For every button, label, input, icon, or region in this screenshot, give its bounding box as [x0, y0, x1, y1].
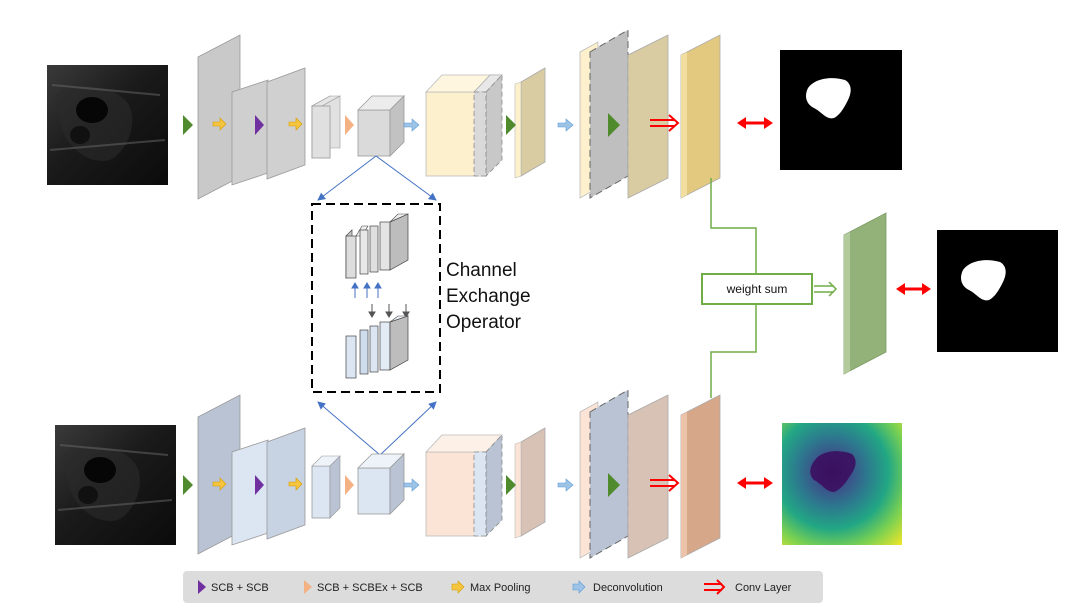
legend-label-deconv: Deconvolution — [593, 582, 663, 594]
weight-sum-box — [701, 273, 813, 305]
green-arrow-icon — [506, 115, 516, 135]
fused-feature-block — [843, 212, 887, 375]
deconv-arrow-icon — [557, 118, 574, 132]
maxpool-arrow-icon — [212, 477, 227, 491]
top-input-ultrasound — [47, 65, 168, 185]
purple-arrow-icon — [255, 475, 264, 495]
legend-label-scb: SCB + SCB — [211, 582, 269, 594]
operator-down-arrows — [368, 304, 410, 318]
final-output-mask — [937, 230, 1058, 352]
top-decoder — [425, 29, 721, 199]
legend-label-conv: Conv Layer — [735, 582, 792, 594]
fusion-block: weight sum — [701, 178, 1058, 398]
green-arrow-icon — [183, 475, 193, 495]
green-arrow-icon — [506, 475, 516, 495]
green-arrow-icon — [183, 115, 193, 135]
deconv-arrow-icon — [557, 478, 574, 492]
operator-blue-stack — [345, 315, 409, 379]
bottom-input-ultrasound — [55, 425, 176, 545]
operator-up-arrows — [351, 282, 382, 298]
maxpool-arrow-icon — [288, 117, 303, 131]
bottom-encoder — [197, 394, 405, 555]
conv-arrow-icon — [650, 114, 680, 132]
loss-double-arrow-icon — [737, 477, 773, 489]
orange-arrow-icon — [345, 115, 354, 135]
yellow-arrow-icon — [451, 580, 465, 594]
green-arrow-icon — [608, 473, 620, 497]
red-double-arrow-icon — [704, 579, 726, 595]
maxpool-arrow-icon — [288, 477, 303, 491]
loss-double-arrow-icon — [737, 117, 773, 129]
operator-label-line-3: Operator — [446, 312, 522, 333]
top-output-mask — [780, 50, 902, 170]
operator-label-line-2: Exchange — [446, 286, 531, 307]
purple-arrow-icon — [255, 115, 264, 135]
purple-triangle-icon — [198, 580, 206, 594]
bottom-decoder — [425, 389, 721, 559]
deconv-arrow-icon — [403, 118, 420, 132]
orange-triangle-icon — [304, 580, 312, 594]
maxpool-arrow-icon — [212, 117, 227, 131]
legend-label-maxpool: Max Pooling — [470, 582, 531, 594]
final-loss-double-arrow-icon — [896, 283, 931, 295]
green-arrow-icon — [608, 113, 620, 137]
weight-sum-label: weight sum — [726, 282, 788, 296]
legend: SCB + SCB SCB + SCBEx + SCB Max Pooling … — [183, 571, 823, 603]
bottom-arrows — [183, 473, 773, 497]
fusion-arrow-icon — [814, 281, 838, 297]
operator-box — [311, 203, 441, 393]
orange-arrow-icon — [345, 475, 354, 495]
legend-label-scbex: SCB + SCBEx + SCB — [317, 582, 423, 594]
channel-exchange-operator: Channel Exchange Operator — [311, 155, 531, 456]
blue-arrow-icon — [572, 580, 586, 594]
bottom-output-distance-map — [782, 423, 902, 545]
top-encoder — [197, 34, 405, 200]
deconv-arrow-icon — [403, 478, 420, 492]
conv-arrow-icon — [650, 474, 680, 492]
operator-gray-stack — [345, 213, 409, 279]
operator-label-line-1: Channel — [446, 260, 517, 281]
top-arrows — [183, 113, 773, 137]
